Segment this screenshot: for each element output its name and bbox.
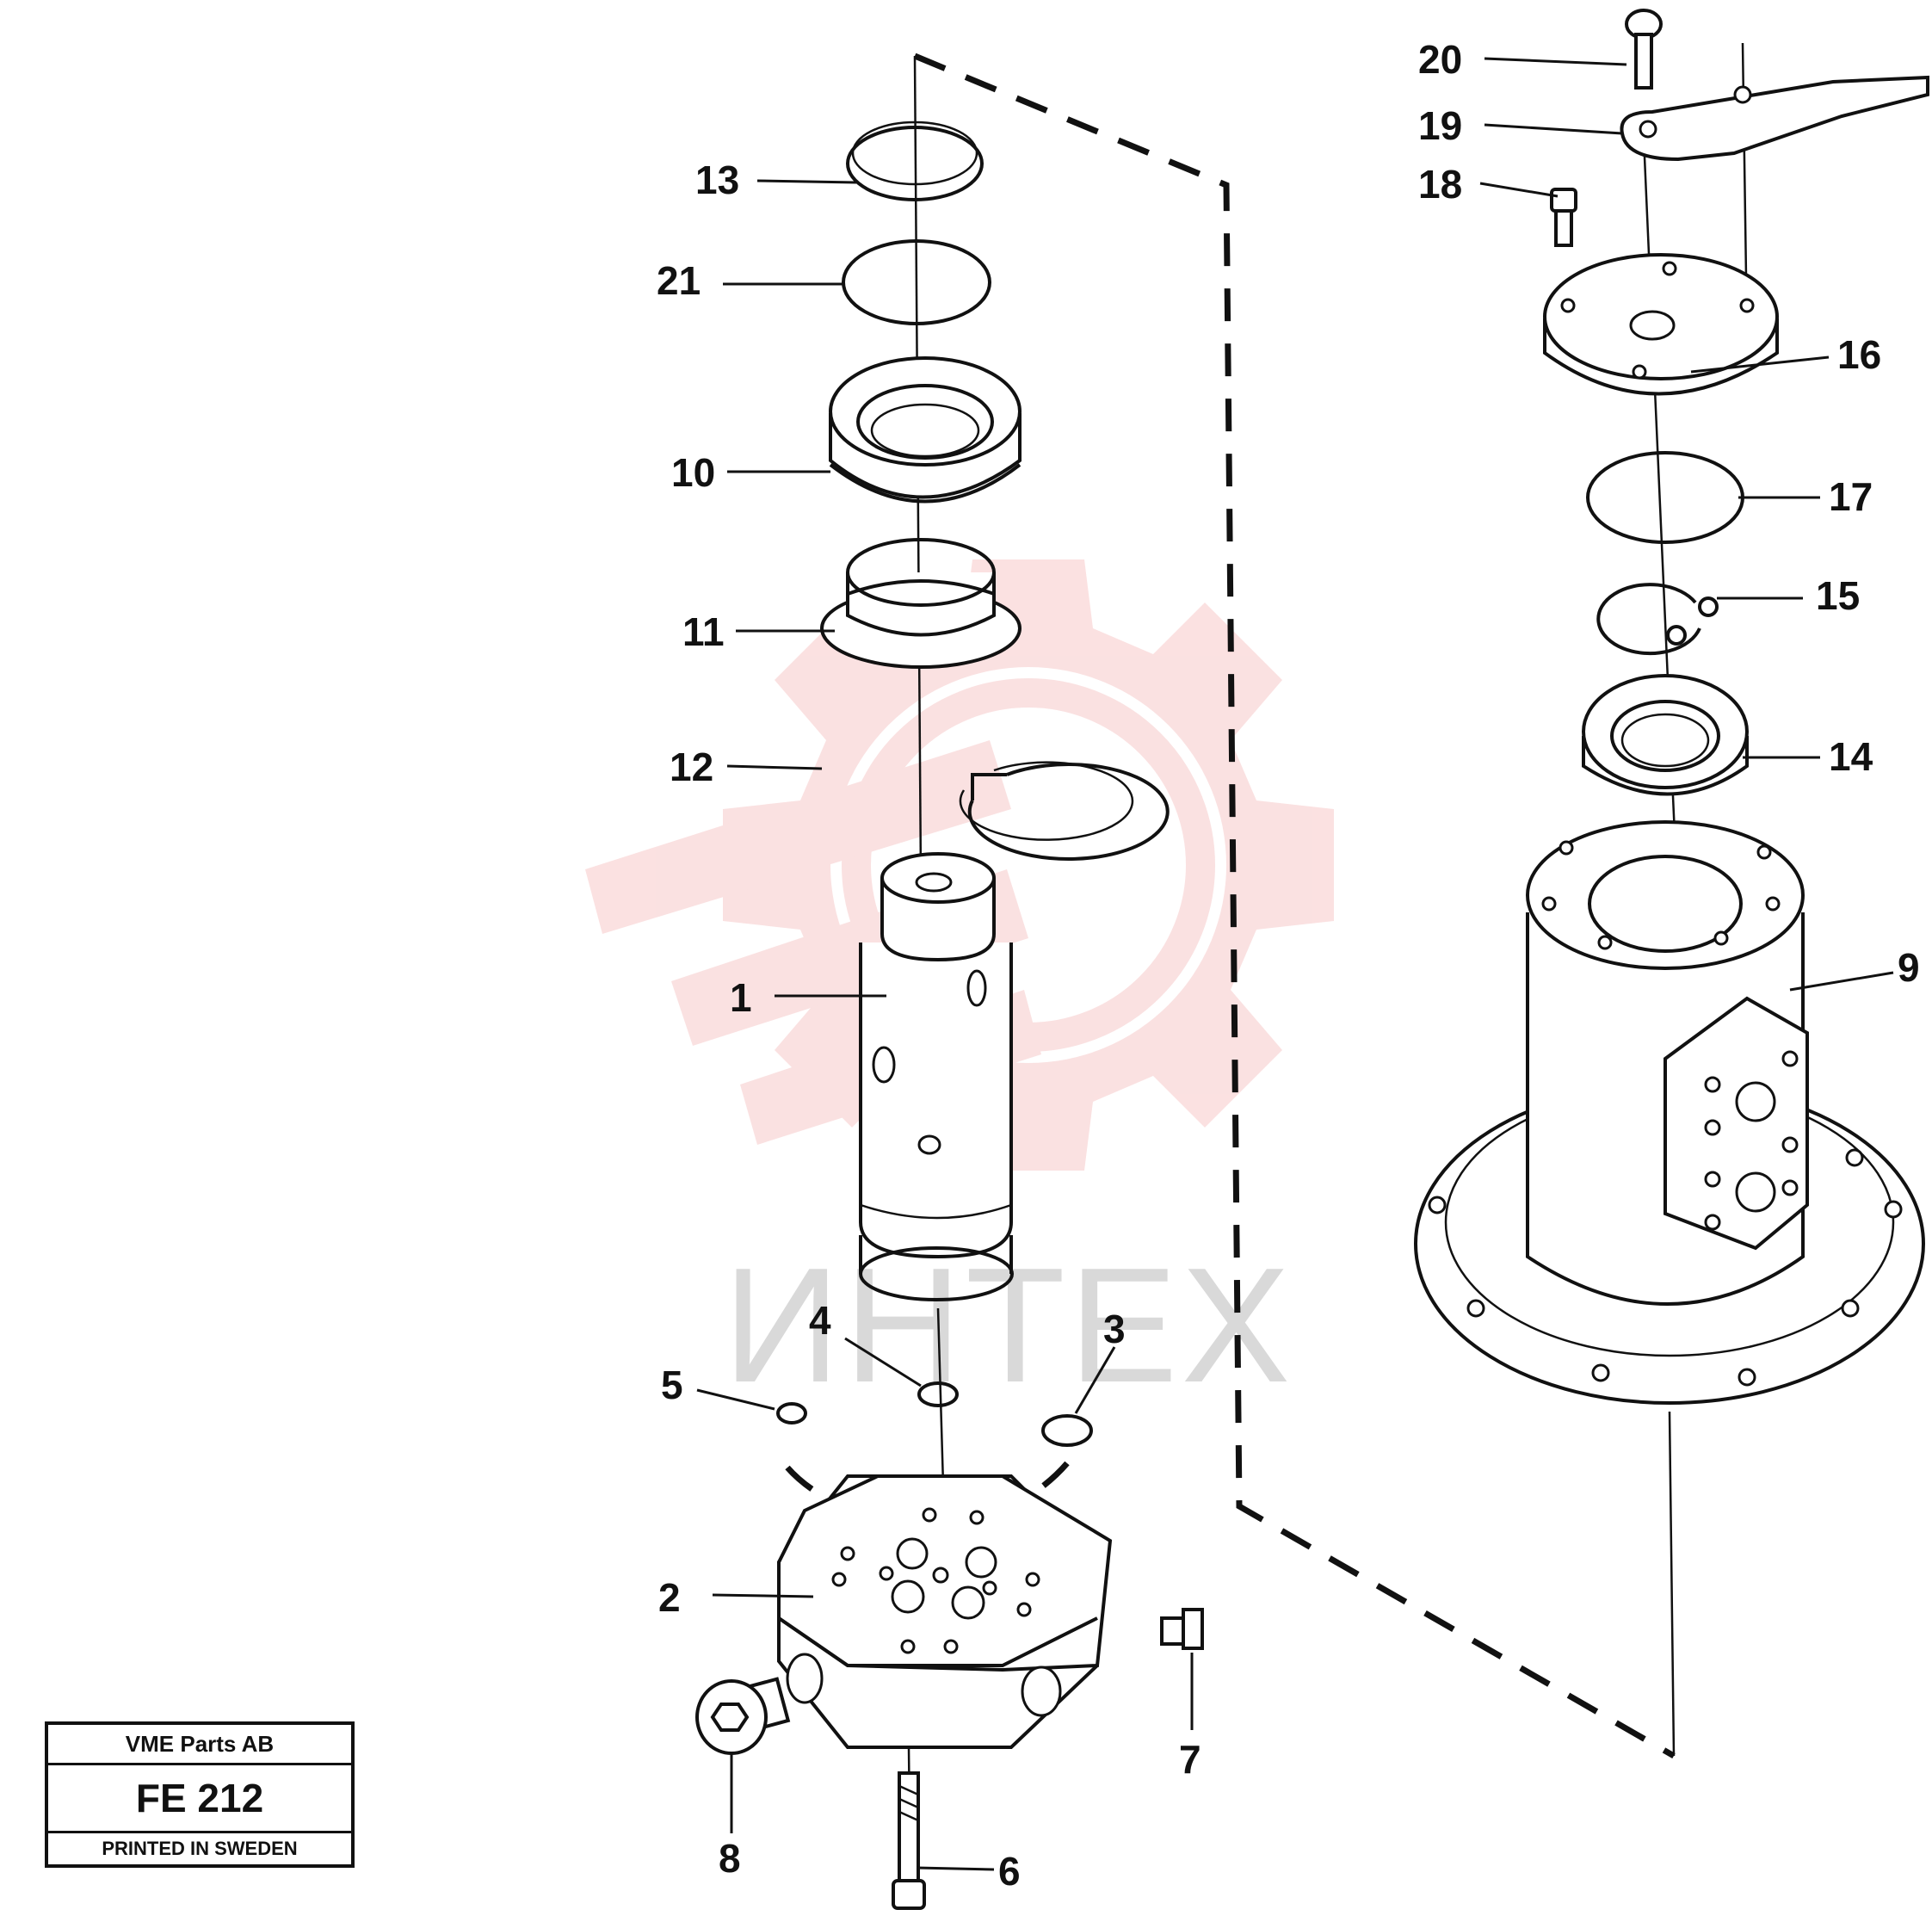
part-15-circlip (1596, 583, 1719, 656)
part-1-shaft (859, 852, 1014, 1301)
callout-16: 16 (1837, 332, 1881, 377)
callout-4: 4 (809, 1298, 831, 1343)
leader-line (1484, 123, 1623, 135)
leader-line (696, 1388, 775, 1411)
assembly-dash-line (913, 53, 1676, 1759)
leader-line (726, 764, 823, 770)
axis-line (1668, 1411, 1676, 1757)
part-11-bushing (820, 538, 1022, 669)
callout-9: 9 (1898, 945, 1920, 990)
leader-line (1484, 57, 1627, 66)
part-14-bearing (1582, 674, 1749, 796)
leader-line (1479, 182, 1559, 198)
leader-line (756, 179, 857, 184)
part-9-housing (1414, 820, 1925, 1405)
part-16-cover (1543, 253, 1779, 396)
callout-21: 21 (657, 258, 701, 303)
part-8-plug (695, 1677, 791, 1755)
callout-7: 7 (1179, 1737, 1201, 1782)
callout-1: 1 (730, 975, 752, 1020)
callout-15: 15 (1816, 573, 1860, 618)
leader-line (712, 1593, 814, 1598)
callout-19: 19 (1418, 103, 1462, 148)
part-2-valve-block (777, 1474, 1113, 1749)
callout-13: 13 (695, 158, 739, 202)
leader-line (1690, 355, 1830, 374)
callout-6: 6 (998, 1849, 1021, 1894)
leader-line (1789, 971, 1894, 992)
leader-line (1074, 1346, 1116, 1414)
callout-18: 18 (1418, 162, 1462, 207)
part-6-bolt (892, 1771, 926, 1910)
callout-11: 11 (682, 609, 725, 654)
part-10-housing (829, 356, 1022, 504)
part-3-o-ring (1041, 1414, 1093, 1447)
title-block-printed: PRINTED IN SWEDEN (102, 1838, 298, 1859)
part-13-ring (846, 121, 984, 201)
callout-12: 12 (670, 745, 713, 789)
callout-5: 5 (661, 1363, 683, 1407)
part-20-bolt (1625, 9, 1663, 90)
callout-17: 17 (1829, 474, 1873, 519)
callout-8: 8 (719, 1836, 741, 1881)
part-21-o-ring (842, 239, 991, 325)
part-5-o-ring (776, 1402, 807, 1425)
callout-14: 14 (1829, 734, 1873, 779)
callout-10: 10 (671, 450, 715, 495)
callout-3: 3 (1103, 1307, 1126, 1351)
part-19-bracket (1620, 75, 1929, 162)
callout-2: 2 (658, 1575, 681, 1620)
part-18-bolt (1550, 188, 1577, 247)
part-4-o-ring (917, 1381, 959, 1407)
leader-line (916, 1866, 995, 1871)
leader-line (844, 1337, 922, 1387)
assembly-dash-line (785, 1465, 888, 1527)
title-block: VME Parts AB FE 212 PRINTED IN SWEDEN (45, 1721, 355, 1868)
part-12-split-ring (959, 761, 1170, 861)
part-7-plug (1160, 1608, 1204, 1650)
title-block-company: VME Parts AB (48, 1725, 351, 1765)
callout-20: 20 (1418, 37, 1462, 82)
title-block-code: FE 212 (48, 1765, 351, 1833)
part-17-o-ring (1586, 451, 1744, 544)
